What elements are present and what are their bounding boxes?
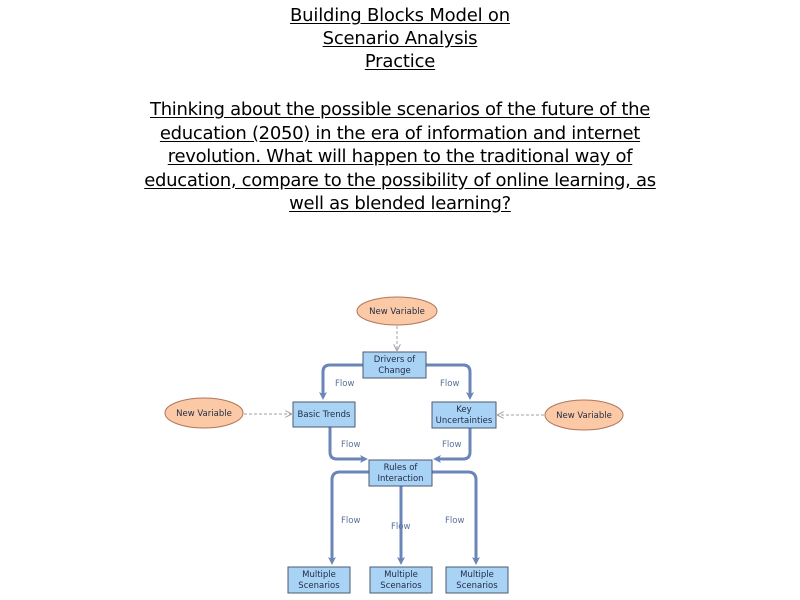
- node-rules-of-interaction: Rules of Interaction: [368, 459, 433, 487]
- new-variable-left-label: New Variable: [176, 409, 232, 419]
- flow-label: Flow: [341, 440, 360, 450]
- flow-arrow-trends-to-rules: [328, 427, 368, 463]
- node-multiple-scenarios-1: Multiple Scenarios: [287, 566, 351, 594]
- node-label: Scenarios: [298, 581, 340, 591]
- node-label: Multiple: [460, 570, 494, 580]
- new-variable-right-label: New Variable: [556, 411, 612, 421]
- node-label: Multiple: [384, 570, 418, 580]
- node-label: Interaction: [377, 474, 423, 484]
- node-label: Drivers of: [374, 355, 416, 365]
- node-label: Scenarios: [380, 581, 422, 591]
- node-label: Rules of: [384, 463, 419, 473]
- flow-label: Flow: [391, 522, 410, 532]
- node-label: Scenarios: [456, 581, 498, 591]
- node-drivers-of-change: Drivers of Change: [362, 351, 427, 379]
- flow-label: Flow: [440, 379, 459, 389]
- flow-arrow-drivers-to-trends: [319, 363, 363, 400]
- node-basic-trends: Basic Trends: [292, 401, 356, 428]
- flow-label: Flow: [335, 379, 354, 389]
- flow-arrow-rules-to-s1: [328, 470, 369, 565]
- new-variable-right: New Variable: [544, 399, 624, 431]
- new-variable-top-label: New Variable: [369, 307, 425, 317]
- node-label: Multiple: [302, 570, 336, 580]
- flow-arrow-uncertainties-to-rules: [433, 428, 472, 463]
- node-label: Change: [378, 366, 411, 376]
- title-line-3: Practice: [364, 51, 436, 72]
- title-line-1: Building Blocks Model on: [290, 5, 510, 26]
- node-label: Key: [456, 405, 471, 415]
- flow-label: Flow: [445, 516, 464, 526]
- flow-label: Flow: [341, 516, 360, 526]
- flow-arrow-drivers-to-uncertainties: [426, 363, 474, 400]
- node-label: Basic Trends: [298, 410, 351, 420]
- title-line-2: Scenario Analysis: [322, 28, 478, 49]
- new-variable-left: New Variable: [164, 397, 244, 429]
- node-multiple-scenarios-3: Multiple Scenarios: [445, 566, 509, 594]
- flow-arrow-rules-to-s3: [432, 470, 480, 565]
- flow-label: Flow: [442, 440, 461, 450]
- question-text: Thinking about the possible scenarios of…: [144, 99, 656, 214]
- node-label: Uncertainties: [436, 416, 493, 426]
- node-multiple-scenarios-2: Multiple Scenarios: [369, 566, 433, 594]
- new-variable-top: New Variable: [356, 296, 438, 326]
- node-key-uncertainties: Key Uncertainties: [431, 401, 497, 429]
- title-block: Building Blocks Model on Scenario Analys…: [0, 4, 800, 73]
